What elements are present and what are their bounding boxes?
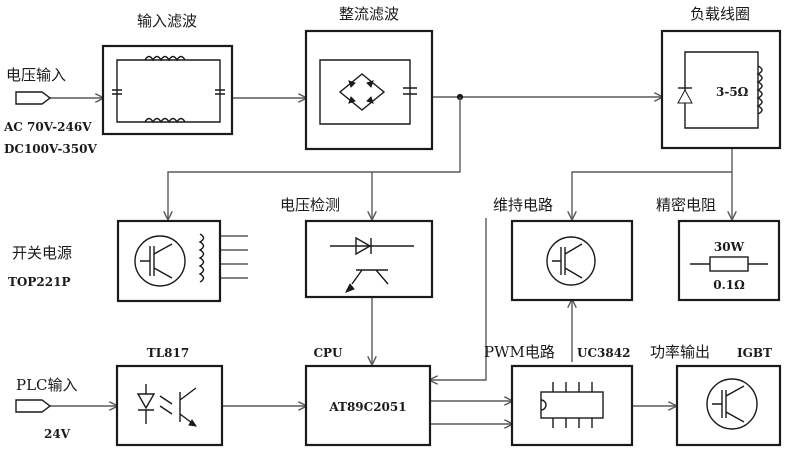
switch-power-block (118, 221, 220, 301)
label-power-output: 功率输出 (650, 343, 710, 361)
label-cpu: CPU (313, 346, 343, 360)
label-rectifier-filter: 整流滤波 (339, 5, 399, 23)
label-hold-circuit: 维持电路 (493, 196, 553, 214)
optocoupler-block (117, 366, 222, 445)
label-precision-resistor: 精密电阻 (656, 196, 716, 214)
label-plc-input: PLC输入 (16, 376, 78, 394)
label-voltage-detect: 电压检测 (280, 196, 340, 214)
label-ac-range: AC 70V-246V (3, 120, 92, 134)
igbt-block (677, 366, 780, 445)
label-pwm-chip: UC3842 (577, 346, 630, 360)
label-resistor-value: 0.1Ω (713, 278, 745, 292)
voltage-detect-block (306, 221, 432, 297)
label-pwm-circuit: PWM电路 (484, 343, 555, 361)
voltage-input-terminal-icon (16, 92, 50, 104)
label-switch-power: 开关电源 (12, 244, 72, 262)
wire-feedback-to-cpu (430, 218, 486, 380)
hold-circuit-block (512, 221, 632, 300)
label-igbt: IGBT (737, 346, 772, 360)
label-resistor-power: 30W (714, 240, 745, 254)
label-mcu-model: AT89C2051 (328, 400, 406, 414)
rectifier-filter-block (306, 31, 432, 149)
pwm-block (512, 366, 632, 445)
label-optocoupler: TL817 (147, 346, 189, 360)
label-dc-range: DC100V-350V (4, 142, 97, 156)
label-plc-voltage: 24V (44, 427, 71, 441)
switch-power-outputs (220, 236, 248, 278)
input-filter-block (103, 46, 232, 134)
plc-input-terminal-icon (16, 400, 50, 412)
label-input-filter: 输入滤波 (137, 12, 197, 30)
label-voltage-input: 电压输入 (6, 66, 66, 84)
label-switch-power-chip: TOP221P (8, 275, 70, 289)
label-coil-value: 3-5Ω (716, 85, 749, 99)
label-load-coil: 负载线圈 (690, 5, 750, 23)
